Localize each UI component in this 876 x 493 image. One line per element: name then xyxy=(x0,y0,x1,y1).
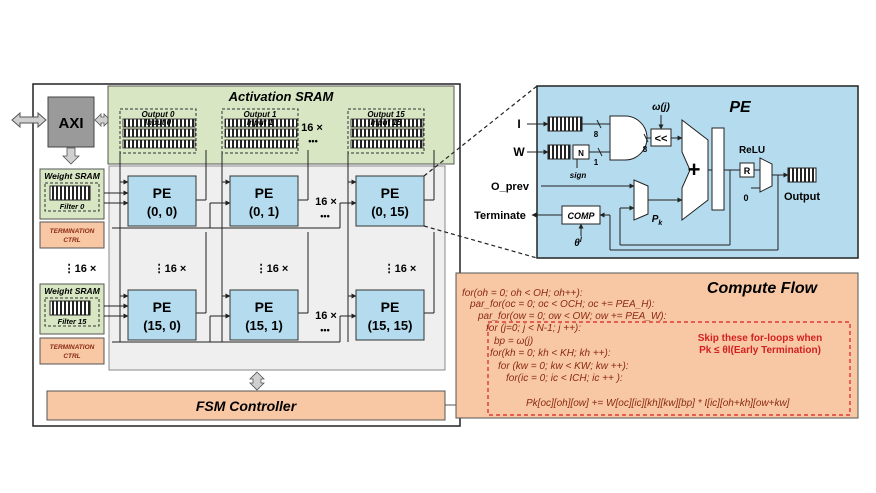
pe-array-wiring xyxy=(104,150,435,343)
pe-cell-15-1-title: PE xyxy=(255,299,274,315)
pe-cell-0-15-index: (0, 15) xyxy=(371,204,409,219)
pe-cell-0-15: PE (0, 15) xyxy=(355,175,425,227)
bank-0-output-label: Output 0 xyxy=(142,110,175,119)
compute-flow-panel: Compute Flow xyxy=(455,272,859,419)
pe-col-repeat-bottom: 16 × xyxy=(315,310,337,322)
pe-relu-label: ReLU xyxy=(739,145,765,156)
pe-sign-label: sign xyxy=(570,171,587,180)
pe-adder-symbol: + xyxy=(688,157,701,182)
pe-cell-0-0-title: PE xyxy=(153,185,172,201)
activation-repeat-label: 16 × xyxy=(301,122,323,134)
pe-pk-symbol: P xyxy=(652,214,659,225)
pe-cell-0-1-index: (0, 1) xyxy=(249,204,279,219)
pe-input-i-label: I xyxy=(517,117,520,131)
pe-bits-8a: 8 xyxy=(594,130,599,139)
pe-col-ellipsis-top: ••• xyxy=(320,211,329,221)
code-line-8: for(ic = 0; ic < ICH; ic ++ ): xyxy=(506,373,623,384)
weight-sram-repeat-label: ⋮16 × xyxy=(64,263,97,275)
pe-zero-label: 0 xyxy=(743,193,748,203)
weight-sram-15-title: Weight SRAM xyxy=(44,286,100,296)
activation-bank-1: Output 1 Input 1 xyxy=(221,108,299,154)
pe-cell-15-1-index: (15, 1) xyxy=(245,318,283,333)
termination-ctrl-15-line2: CTRL xyxy=(63,353,80,360)
pe-cell-15-0-index: (15, 0) xyxy=(143,318,181,333)
pe-detail-circuit xyxy=(527,115,817,251)
termination-ctrl-0-line2: CTRL xyxy=(63,237,80,244)
pe-cell-0-0-index: (0, 0) xyxy=(147,204,177,219)
zoom-lines xyxy=(423,85,538,259)
axi-label: AXI xyxy=(58,115,83,132)
weight-sram-0-title: Weight SRAM xyxy=(44,171,100,181)
code-line-5: bp = ω(j) xyxy=(494,336,533,347)
pe-detail-title: PE xyxy=(729,99,752,116)
pe-theta-symbol: θ xyxy=(574,238,580,249)
code-line-1: for(oh = 0; oh < OH; oh++): xyxy=(462,288,583,299)
weight-sram-15: Weight SRAM Filter 15 TERMINATION CTRL xyxy=(39,283,105,365)
code-line-2: par_for(oc = 0; oc < OCH; oc += PEA_H): xyxy=(469,299,655,310)
pe-omega-label: ω(j) xyxy=(652,102,670,113)
pe-bits-1: 1 xyxy=(594,158,599,167)
pe-oprev-label: O_prev xyxy=(491,181,530,193)
pe-bits-8b: 8 xyxy=(643,145,648,154)
code-line-9: Pk[oc][oh][ow] += W[oc][ic][kh][kw][bp] … xyxy=(526,398,790,409)
early-termination-note-line2: Pk ≤ θl(Early Termination) xyxy=(699,345,821,356)
pe-col-repeat-top: 16 × xyxy=(315,196,337,208)
termination-ctrl-15-line1: TERMINATION xyxy=(50,344,95,351)
pe-row-repeat-col15: ⋮16 × xyxy=(384,263,417,275)
fsm-bus-arrow xyxy=(249,371,265,391)
bank-15-input-label: Input 15 xyxy=(371,118,402,127)
fsm-controller: FSM Controller xyxy=(46,390,446,421)
code-line-3: par_for(ow = 0; ow < OW; ow += PEA_W): xyxy=(477,311,667,322)
pe-cell-0-1-title: PE xyxy=(255,185,274,201)
pe-cell-0-0: PE (0, 0) xyxy=(127,175,197,227)
filter-0-label: Filter 0 xyxy=(60,202,85,211)
bank-1-output-label: Output 1 xyxy=(244,110,277,119)
early-termination-note-line1: Skip these for-loops when xyxy=(698,333,822,344)
code-line-6: for(kh = 0; kh < KH; kh ++): xyxy=(490,348,611,359)
pe-theta-label: θl xyxy=(574,237,583,249)
bank-0-input-label: Input 0 xyxy=(145,118,172,127)
weight-sram-0: Weight SRAM Filter 0 TERMINATION CTRL xyxy=(39,168,105,249)
activation-sram-title: Activation SRAM xyxy=(228,89,335,104)
code-line-7: for (kw = 0; kw < KW; kw ++): xyxy=(498,361,629,372)
pe-cell-0-1: PE (0, 1) xyxy=(229,175,299,227)
pe-cell-15-0: PE (15, 0) xyxy=(127,289,197,341)
pe-output-label: Output xyxy=(784,191,820,203)
pe-cell-15-15-index: (15, 15) xyxy=(368,318,413,333)
activation-bank-15: Output 15 Input 15 xyxy=(347,108,425,154)
compute-flow-title: Compute Flow xyxy=(707,280,819,297)
pe-shift-label: << xyxy=(655,133,668,145)
pe-row-repeat-col1: ⋮16 × xyxy=(256,263,289,275)
pe-col-ellipsis-bottom: ••• xyxy=(320,325,329,335)
pe-theta-sup: l xyxy=(580,237,583,244)
filter-15-label: Filter 15 xyxy=(58,317,88,326)
bank-1-input-label: Input 1 xyxy=(247,118,274,127)
pe-cell-15-0-title: PE xyxy=(153,299,172,315)
code-line-4: for (j=0; j < N-1; j ++): xyxy=(486,323,581,334)
pe-cell-15-15-title: PE xyxy=(381,299,400,315)
pe-row-repeat-col0: ⋮16 × xyxy=(154,263,187,275)
termination-ctrl-0-line1: TERMINATION xyxy=(50,228,95,235)
pe-reg-label: R xyxy=(744,166,751,176)
pe-cell-15-15: PE (15, 15) xyxy=(355,289,425,341)
pe-cell-0-15-title: PE xyxy=(381,185,400,201)
pe-pk-sub: k xyxy=(658,220,663,227)
activation-bank-0: Output 0 Input 0 xyxy=(119,108,197,154)
pe-comp-label: COMP xyxy=(568,211,596,221)
pe-input-w-label: W xyxy=(513,145,525,159)
pe-pk-label: Pk xyxy=(652,214,664,227)
fsm-controller-label: FSM Controller xyxy=(196,398,298,414)
activation-ellipsis: ••• xyxy=(308,136,317,146)
pe-terminate-label: Terminate xyxy=(474,210,526,222)
pe-n-label: N xyxy=(578,149,584,158)
pe-cell-15-1: PE (15, 1) xyxy=(229,289,299,341)
bank-15-output-label: Output 15 xyxy=(367,110,405,119)
